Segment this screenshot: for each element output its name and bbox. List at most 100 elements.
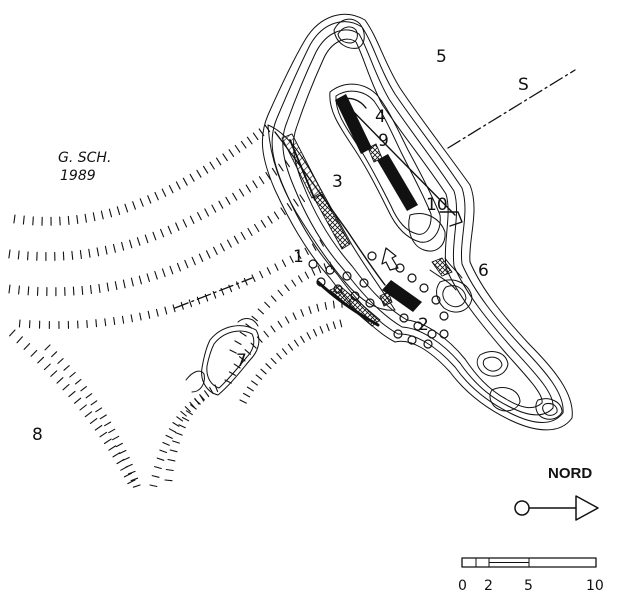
post-holes (308, 251, 449, 349)
hachure-stroke (27, 251, 29, 261)
hachure-stroke (136, 237, 141, 246)
hachure-stroke (90, 400, 98, 406)
hachure-stroke (205, 250, 211, 259)
hachure-stroke (271, 167, 278, 176)
label-10: 10 (426, 195, 448, 215)
post-hole (308, 259, 318, 269)
post-hole (427, 329, 437, 339)
hachure-stroke (112, 452, 121, 458)
hachure-stroke (121, 241, 125, 251)
wall-crosshatched (379, 291, 393, 307)
label-7: 7 (236, 351, 247, 371)
section-label: S (518, 75, 529, 95)
hachure-stroke (161, 268, 166, 278)
hachure-stroke (178, 424, 186, 429)
hachure-stroke (146, 273, 150, 283)
hachure-stroke (286, 203, 293, 211)
hachure-stroke (155, 308, 159, 317)
hachure-stroke (191, 256, 196, 266)
hachure-stroke (204, 208, 210, 217)
hachure-stroke (168, 185, 174, 194)
hachure-stroke (9, 329, 16, 337)
slope-hachures (8, 124, 351, 488)
hachure-stroke (164, 479, 173, 482)
post-hole (325, 265, 335, 275)
hachure-stroke (189, 215, 195, 224)
hachure-stroke (89, 418, 98, 424)
hachure-stroke (92, 212, 96, 222)
hachure-stroke (222, 153, 228, 162)
hachure-stroke (175, 181, 181, 190)
hachure-stroke (72, 286, 75, 296)
post-hole (367, 251, 377, 261)
hachure-stroke (239, 331, 247, 337)
hachure-stroke (332, 300, 335, 309)
hachure-stroke (211, 204, 217, 213)
hachure-stroke (144, 234, 149, 244)
hachure-stroke (99, 431, 108, 438)
hachure-stroke (258, 176, 265, 185)
hachure-stroke (172, 304, 176, 313)
hachure-stroke (16, 336, 23, 344)
hachure-stroke (106, 282, 110, 292)
hachure-stroke (132, 484, 141, 488)
hachure-stroke (252, 132, 259, 141)
hachure-stroke (165, 434, 173, 439)
hachure-stroke (43, 363, 51, 371)
hachure-stroke (296, 251, 302, 259)
hachure-stroke (260, 368, 267, 375)
hachure-stroke (127, 479, 136, 485)
label-6: 6 (478, 261, 489, 281)
hachure-stroke (67, 215, 70, 225)
label-2: 2 (418, 315, 429, 335)
hachure-stroke (30, 349, 38, 357)
hachure-stroke (37, 356, 45, 364)
hachure-stroke (311, 268, 316, 276)
hachure-stroke (184, 406, 191, 413)
hachure-stroke (228, 149, 235, 157)
post-hole (359, 278, 369, 288)
hachure-stroke (339, 319, 343, 328)
hachure-stroke (181, 416, 190, 422)
hachure-stroke (130, 277, 134, 287)
hachure-stroke (198, 253, 204, 262)
hachure-stroke (8, 284, 11, 294)
hachure-stroke (121, 315, 125, 324)
hachure-stroke (265, 363, 272, 370)
hachure-stroke (196, 296, 201, 305)
hachure-stroke (84, 213, 87, 223)
hachure-stroke (220, 243, 225, 252)
hachure-stroke (319, 239, 324, 247)
hachure-stroke (172, 422, 180, 427)
hachure-stroke (257, 308, 264, 315)
hachure-stroke (270, 357, 277, 365)
scale-bar: 0 2 5 10 (458, 557, 604, 594)
hachure-stroke (324, 301, 328, 310)
post-hole (419, 283, 429, 293)
hachure-stroke (287, 343, 294, 351)
hachure-stroke (114, 281, 118, 291)
hachure-stroke (233, 363, 241, 369)
post-hole (407, 335, 417, 345)
hachure-stroke (124, 203, 129, 213)
hachure-stroke (273, 211, 280, 220)
hachure-stroke (215, 157, 222, 166)
hachure-stroke (252, 180, 258, 189)
hachure-stroke (234, 144, 241, 153)
post-hole (350, 291, 360, 301)
hachure-stroke (316, 303, 320, 312)
hachure-stroke (233, 235, 239, 244)
hachure-stroke (84, 411, 93, 418)
hachure-stroke (196, 169, 202, 178)
hachure-stroke (160, 228, 165, 238)
hachure-stroke (260, 219, 267, 228)
hachure-stroke (284, 284, 290, 292)
hachure-stroke (169, 449, 178, 453)
hachure-stroke (108, 428, 116, 434)
hachure-stroke (182, 219, 188, 228)
author-initials: G. SCH. (58, 150, 111, 166)
hachure-stroke (225, 196, 231, 205)
hachure-stroke (251, 274, 256, 282)
hachure-stroke (226, 239, 232, 248)
